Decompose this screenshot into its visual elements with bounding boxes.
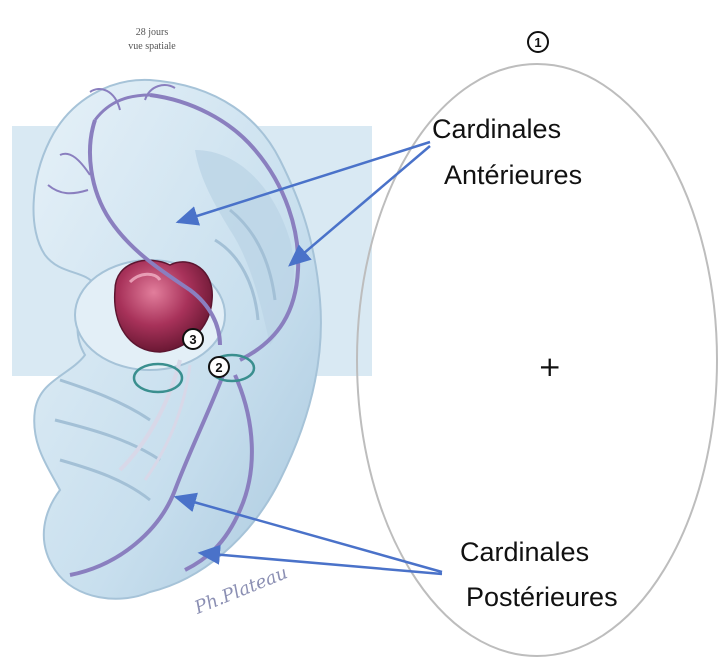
caption-line-2: vue spatiale	[92, 40, 212, 54]
caption-line-1: 28 jours	[92, 26, 212, 40]
center-plus: +	[538, 353, 561, 381]
label-anterior-line1: Cardinales	[432, 114, 561, 145]
caption: 28 jours vue spatiale	[92, 26, 212, 54]
label-posterior-line1: Cardinales	[460, 537, 589, 568]
label-anterior-line2: Antérieures	[444, 160, 582, 191]
label-posterior-line2: Postérieures	[466, 582, 618, 613]
marker-3: 3	[182, 328, 204, 350]
marker-2: 2	[208, 356, 230, 378]
marker-1: 1	[527, 31, 549, 53]
